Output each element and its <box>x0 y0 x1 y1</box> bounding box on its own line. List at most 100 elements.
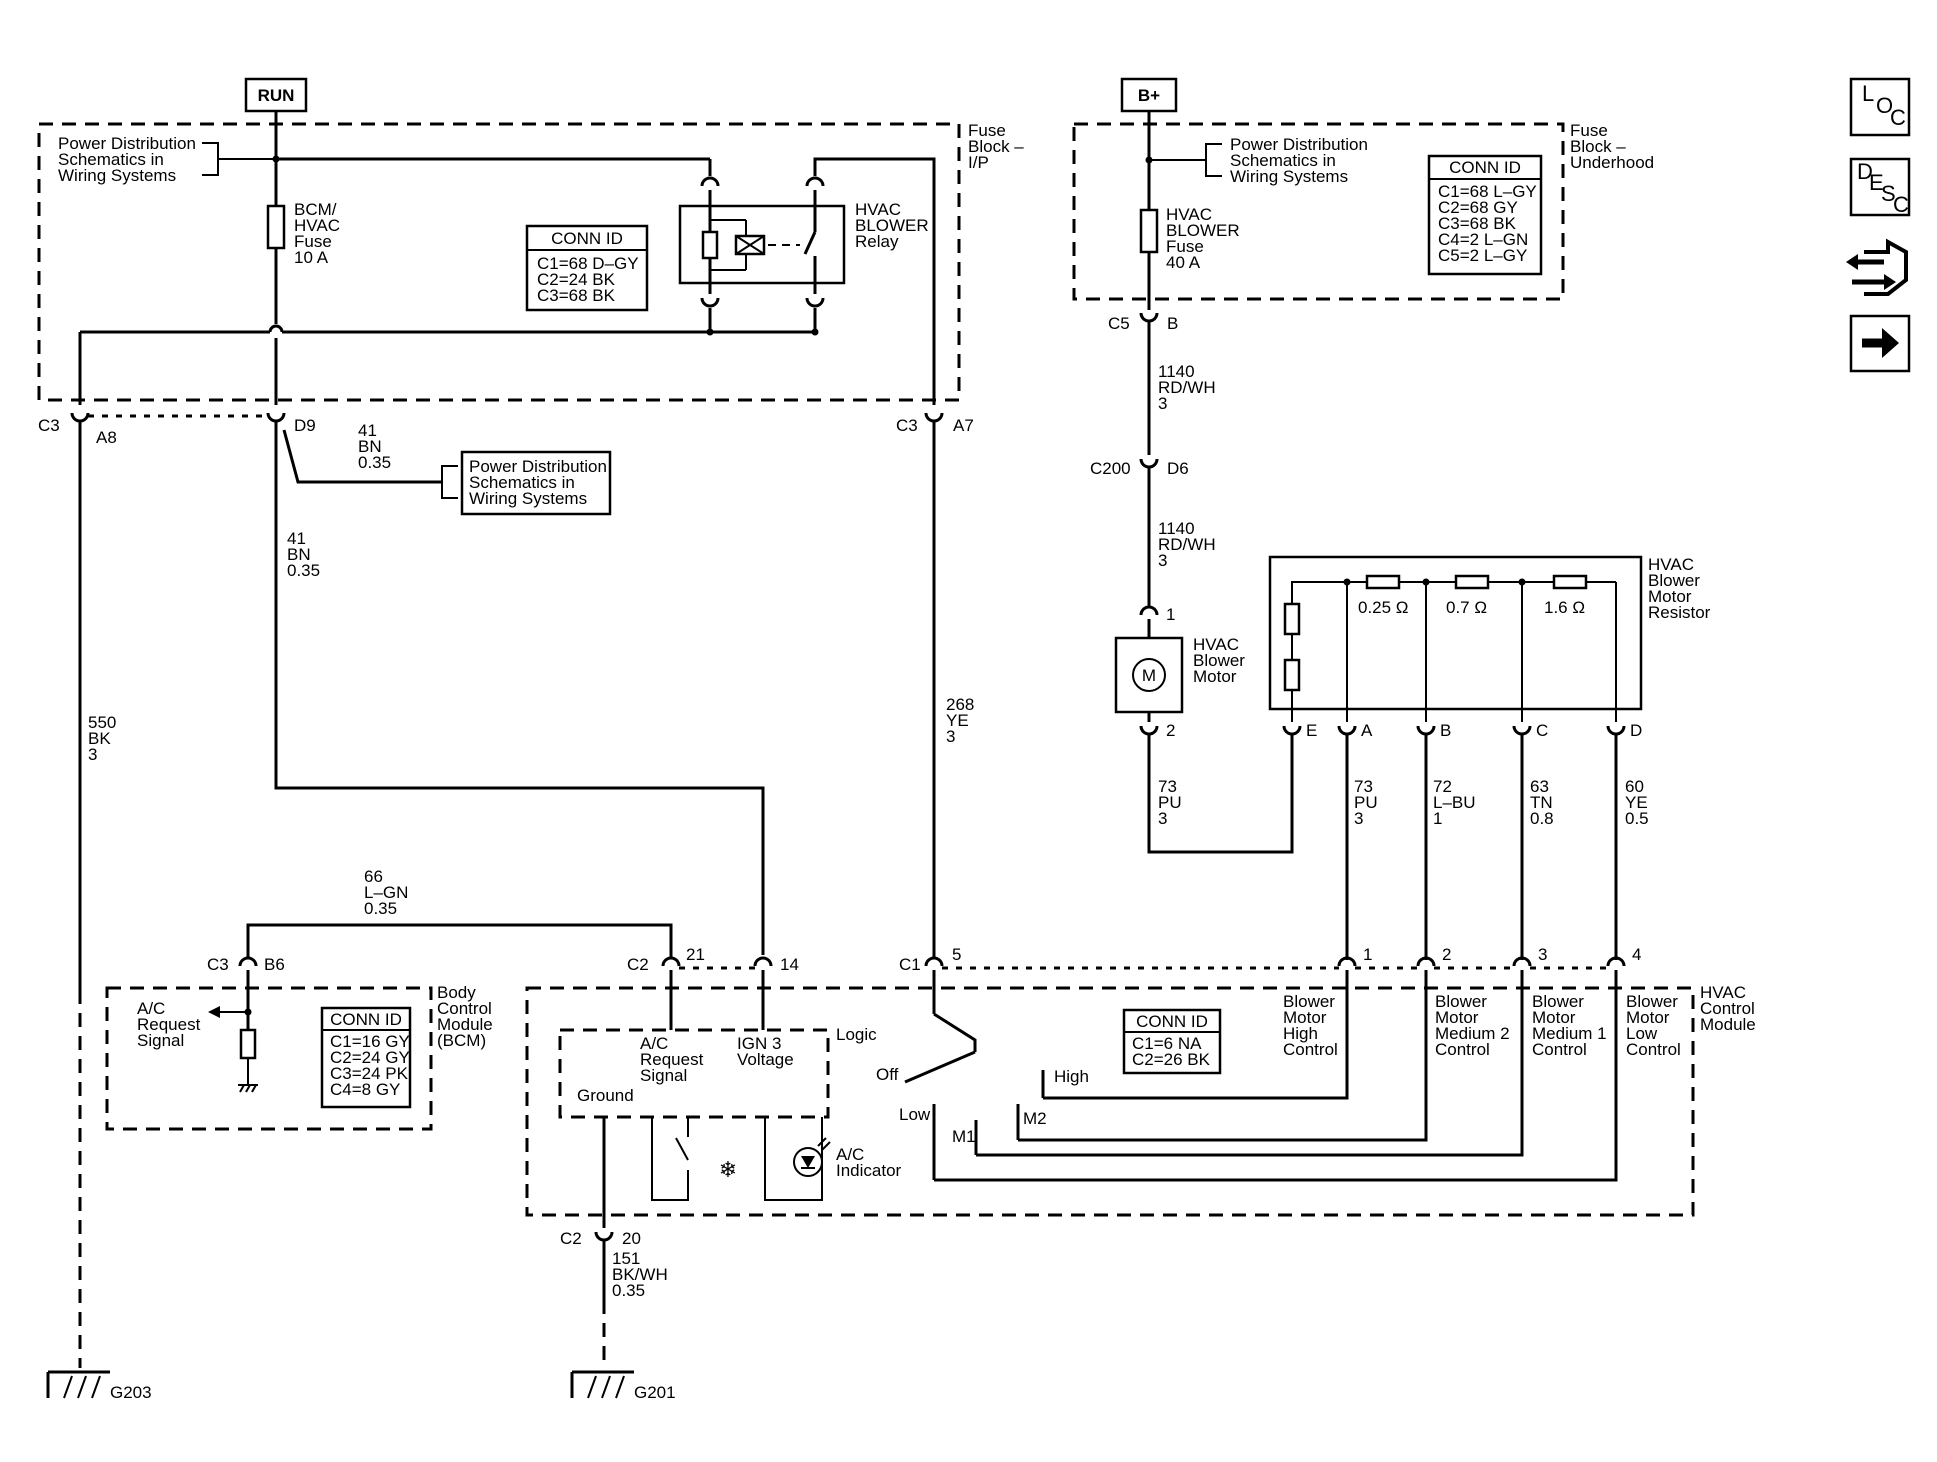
svg-text:3: 3 <box>1538 945 1547 964</box>
resistor-label: HVAC Blower Motor Resistor <box>1648 555 1711 622</box>
svg-text:C: C <box>1536 721 1548 740</box>
control-high-label: Blower Motor High Control <box>1283 992 1340 1059</box>
conn-id-hvac: CONN ID C1=6 NA C2=26 BK <box>1122 1008 1222 1075</box>
bcm-signal-label: A/C Request Signal <box>137 999 205 1050</box>
svg-text:C2=26 BK: C2=26 BK <box>1132 1050 1211 1069</box>
wire-1140: C5 B 1140 RD/WH 3 C200 D6 1140 RD/WH 3 1 <box>1090 312 1220 624</box>
svg-text:C1=68 D–GY: C1=68 D–GY <box>537 254 639 273</box>
hvac-blower-fuse-label: HVAC BLOWER Fuse 40 A <box>1166 205 1244 272</box>
wire-41-ign3: 41 BN 0.35 <box>274 422 765 955</box>
svg-text:C2: C2 <box>560 1229 582 1248</box>
svg-text:High: High <box>1054 1067 1089 1086</box>
svg-text:C1=6 NA: C1=6 NA <box>1132 1034 1202 1053</box>
power-ref-ip: Power Distribution Schematics in Wiring … <box>58 134 201 185</box>
svg-text:A8: A8 <box>96 428 117 447</box>
svg-text:Low: Low <box>899 1105 931 1124</box>
location-icon[interactable]: L O C <box>1849 77 1911 137</box>
svg-text:B6: B6 <box>264 955 285 974</box>
hvac-module-label: HVAC Control Module <box>1700 983 1760 1034</box>
bplus-source: B+ <box>1120 77 1178 113</box>
svg-text:D: D <box>1857 159 1873 184</box>
body-control-module: C3 B6 Body Control Module (BCM) A/C Requ… <box>105 955 498 1131</box>
ground-g203: G203 <box>46 1370 152 1402</box>
svg-text:20: 20 <box>622 1229 641 1248</box>
fuse-block-underhood: Fuse Block – Underhood Power Distributio… <box>1072 111 1654 310</box>
svg-text:D6: D6 <box>1167 459 1189 478</box>
svg-text:C2: C2 <box>627 955 649 974</box>
wire-268: 268 YE 3 <box>932 422 974 958</box>
relay-label: HVAC BLOWER Relay <box>855 200 933 251</box>
svg-text:1140 RD/WH 3: 1140 RD/WH 3 <box>1158 519 1220 570</box>
wire-151: C2 20 151 BK/WH 0.35 <box>560 1229 668 1368</box>
ac-indicator-label: A/C Indicator <box>836 1145 902 1180</box>
svg-text:5: 5 <box>952 945 961 964</box>
wire-550: 550 BK 3 <box>78 422 116 1368</box>
svg-text:C1=16 GY: C1=16 GY <box>330 1032 410 1051</box>
power-ref-mid: Power Distribution Schematics in Wiring … <box>469 457 612 508</box>
svg-text:66 L–GN 0.35: 66 L–GN 0.35 <box>364 867 413 918</box>
svg-text:C: C <box>1890 105 1906 130</box>
svg-text:72L–BU1: 72L–BU1 <box>1433 777 1476 828</box>
svg-text:B: B <box>1167 314 1178 333</box>
svg-text:14: 14 <box>780 955 799 974</box>
arrow-right-icon[interactable] <box>1849 314 1911 373</box>
svg-text:G203: G203 <box>110 1383 152 1402</box>
svg-text:C2=68 GY: C2=68 GY <box>1438 198 1518 217</box>
description-icon[interactable]: D E S C <box>1849 157 1911 217</box>
svg-text:M1: M1 <box>952 1127 976 1146</box>
control-med2-label: Blower Motor Medium 2 Control <box>1435 992 1514 1059</box>
svg-text:1140 RD/WH 3: 1140 RD/WH 3 <box>1158 362 1220 413</box>
svg-text:2: 2 <box>1442 945 1451 964</box>
conn-id-underhood: CONN ID C1=68 L–GY C2=68 GY C3=68 BK C4=… <box>1427 154 1543 276</box>
svg-text:B+: B+ <box>1138 86 1160 105</box>
svg-text:C3=24 PK: C3=24 PK <box>330 1064 409 1083</box>
blower-motor-resistor: HVAC Blower Motor Resistor 0.25 Ω 0.7 Ω … <box>1268 555 1711 740</box>
svg-text:Logic: Logic <box>836 1025 877 1044</box>
svg-text:C4=8 GY: C4=8 GY <box>330 1080 400 1099</box>
ac-request-signal-label: A/C Request Signal <box>640 1034 708 1085</box>
svg-text:1: 1 <box>1166 605 1175 624</box>
motor-label: HVAC Blower Motor <box>1193 635 1250 686</box>
svg-text:C200: C200 <box>1090 459 1131 478</box>
hvac-blower-relay: HVAC BLOWER Relay <box>678 157 936 405</box>
svg-text:C1: C1 <box>899 955 921 974</box>
svg-text:0.25 Ω: 0.25 Ω <box>1358 598 1409 617</box>
svg-text:C5: C5 <box>1108 314 1130 333</box>
ip-connectors: C3 A8 D9 C3 A7 <box>38 412 974 447</box>
run-source: RUN <box>244 77 308 113</box>
svg-text:CONN ID: CONN ID <box>1136 1012 1208 1031</box>
svg-text:O: O <box>1876 93 1893 118</box>
svg-text:Off: Off <box>876 1065 899 1084</box>
svg-text:21: 21 <box>686 945 705 964</box>
ign3-voltage-label: IGN 3 Voltage <box>737 1034 794 1069</box>
svg-text:C4=2 L–GN: C4=2 L–GN <box>1438 230 1528 249</box>
svg-text:Ground: Ground <box>577 1086 634 1105</box>
svg-text:G201: G201 <box>634 1383 676 1402</box>
svg-text:C5=2 L–GY: C5=2 L–GY <box>1438 246 1527 265</box>
svg-text:M2: M2 <box>1023 1109 1047 1128</box>
svg-text:73 PU 3: 73 PU 3 <box>1158 777 1186 828</box>
connector-tool-icon[interactable] <box>1846 238 1908 296</box>
svg-text:E: E <box>1869 170 1884 195</box>
svg-text:2: 2 <box>1166 721 1175 740</box>
hvac-blower-motor: M HVAC Blower Motor 2 73 PU 3 <box>1114 619 1294 854</box>
wire-41: 41 BN 0.35 Power Distribution Schematics… <box>282 421 612 516</box>
svg-text:C1=68 L–GY: C1=68 L–GY <box>1438 182 1537 201</box>
svg-text:C: C <box>1893 192 1909 217</box>
svg-text:C3=68 BK: C3=68 BK <box>537 286 616 305</box>
svg-text:A7: A7 <box>953 416 974 435</box>
conn-id-ip: CONN ID C1=68 D–GY C2=24 BK C3=68 BK <box>525 224 649 312</box>
bcm-label: Body Control Module (BCM) <box>437 983 498 1050</box>
svg-text:E: E <box>1306 721 1317 740</box>
svg-text:1: 1 <box>1363 945 1372 964</box>
svg-text:C2=24 GY: C2=24 GY <box>330 1048 410 1067</box>
svg-text:C3=68 BK: C3=68 BK <box>1438 214 1517 233</box>
svg-text:L: L <box>1862 81 1874 106</box>
svg-text:41 BN 0.35: 41 BN 0.35 <box>287 529 320 580</box>
fuse-block-ip: Fuse Block – I/P Power Distribution Sche… <box>37 111 1024 405</box>
bcm-hvac-fuse-label: BCM/ HVAC Fuse 10 A <box>294 200 345 267</box>
